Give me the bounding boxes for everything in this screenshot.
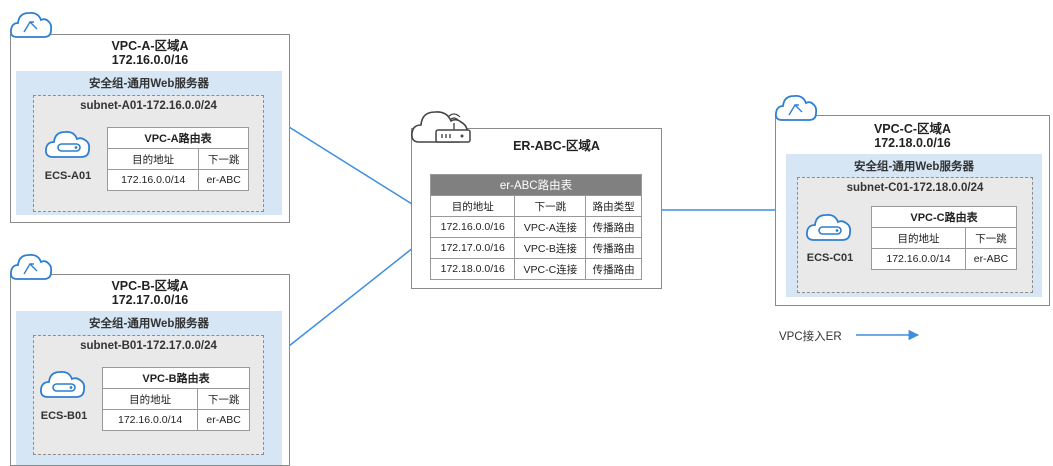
vpc-b-route-table: VPC-B路由表 目的地址 下一跳 172.16.0.0/14 er-ABC	[101, 367, 250, 431]
vpc-c-box: VPC-C-区域A 172.18.0.0/16 安全组-通用Web服务器 sub…	[775, 115, 1050, 306]
table-cell: 传播路由	[585, 237, 642, 259]
router-cloud-icon	[411, 111, 471, 143]
table-cell: er-ABC	[964, 248, 1018, 270]
vpc-c-title: VPC-C-区域A	[873, 122, 952, 136]
table-row: 172.17.0.0/16 VPC-B连接 传播路由	[429, 237, 642, 259]
table-cell: 传播路由	[585, 258, 642, 280]
vpc-a-title: VPC-A-区域A	[111, 39, 189, 53]
er-route-table: er-ABC路由表 目的地址 下一跳 路由类型 172.16.0.0/16 VP…	[429, 174, 642, 280]
vpc-b-title: VPC-B-区域A	[111, 279, 189, 293]
er-title: ER-ABC-区域A	[513, 139, 600, 153]
security-group-label: 安全组-通用Web服务器	[854, 161, 974, 173]
vpc-c-subnet: subnet-C01-172.18.0.0/24 ECS-C01 VPC-C路由…	[797, 177, 1033, 293]
table-cell: er-ABC	[197, 409, 250, 431]
security-group-label: 安全组-通用Web服务器	[89, 318, 209, 330]
vpc-b-box: VPC-B-区域A 172.17.0.0/16 安全组-通用Web服务器 sub…	[10, 274, 290, 466]
table-cell: VPC-A连接	[514, 216, 587, 238]
route-table-title: VPC-A路由表	[107, 127, 249, 149]
route-table-header: 下一跳	[198, 148, 249, 170]
table-row: 172.18.0.0/16 VPC-C连接 传播路由	[429, 258, 642, 280]
vpc-b-to-er-arrow	[288, 235, 429, 347]
security-group-label: 安全组-通用Web服务器	[89, 78, 209, 90]
ecs-label: ECS-A01	[44, 170, 92, 182]
vpc-a-cidr: 172.16.0.0/16	[111, 53, 189, 67]
route-table-header: 下一跳	[514, 195, 587, 217]
table-cell: er-ABC	[198, 169, 249, 191]
vpc-a-route-table: VPC-A路由表 目的地址 下一跳 172.16.0.0/14 er-ABC	[106, 127, 249, 191]
ecs-cloud-icon	[805, 213, 852, 241]
er-box: ER-ABC-区域A er-ABC路由表 目的地址 下一跳 路由类型 172.1…	[411, 128, 662, 289]
table-row: 172.16.0.0/14 er-ABC	[101, 409, 250, 431]
vpc-b-subnet: subnet-B01-172.17.0.0/24 ECS-B01 VPC-B路由…	[33, 335, 264, 455]
vpc-c-cidr: 172.18.0.0/16	[874, 136, 951, 150]
table-cell: 172.16.0.0/16	[429, 216, 516, 238]
table-cell: 172.18.0.0/16	[429, 258, 516, 280]
route-table-header: 目的地址	[101, 388, 199, 410]
table-cell: 172.17.0.0/16	[429, 237, 516, 259]
ecs-cloud-icon	[39, 370, 86, 398]
vpc-a-security-group: 安全组-通用Web服务器 subnet-A01-172.16.0.0/24 EC…	[16, 71, 282, 215]
vpc-b-cidr: 172.17.0.0/16	[111, 293, 189, 307]
vpc-b-cloud-icon	[9, 253, 53, 280]
table-cell: 172.16.0.0/14	[101, 409, 199, 431]
route-table-title: VPC-B路由表	[102, 367, 250, 389]
table-cell: 传播路由	[585, 216, 642, 238]
vpc-a-subnet: subnet-A01-172.16.0.0/24 ECS-A01 VPC-A路由…	[33, 95, 264, 212]
vpc-c-cloud-icon	[774, 94, 818, 121]
vpc-c-security-group: 安全组-通用Web服务器 subnet-C01-172.18.0.0/24 EC…	[786, 154, 1042, 297]
er-route-table-title: er-ABC路由表	[430, 174, 642, 196]
route-table-header: 路由类型	[585, 195, 642, 217]
vpc-b-security-group: 安全组-通用Web服务器 subnet-B01-172.17.0.0/24 EC…	[16, 311, 282, 465]
table-cell: 172.16.0.0/14	[871, 248, 966, 270]
route-table-header: 目的地址	[871, 227, 966, 249]
table-cell: VPC-B连接	[514, 237, 587, 259]
subnet-label: subnet-C01-172.18.0.0/24	[846, 182, 984, 194]
vpc-c-route-table: VPC-C路由表 目的地址 下一跳 172.16.0.0/14 er-ABC	[871, 206, 1018, 270]
subnet-label: subnet-A01-172.16.0.0/24	[80, 100, 217, 112]
ecs-label: ECS-C01	[806, 252, 854, 264]
vpc-a-box: VPC-A-区域A 172.16.0.0/16 安全组-通用Web服务器 sub…	[10, 34, 290, 223]
legend-label: VPC接入ER	[779, 331, 842, 343]
table-row: 172.16.0.0/14 er-ABC	[106, 169, 249, 191]
route-table-title: VPC-C路由表	[871, 206, 1017, 228]
table-cell: VPC-C连接	[514, 258, 587, 280]
route-table-header: 目的地址	[106, 148, 200, 170]
table-row: 172.16.0.0/16 VPC-A连接 传播路由	[429, 216, 642, 238]
route-table-header: 下一跳	[197, 388, 250, 410]
ecs-cloud-icon	[44, 130, 91, 158]
vpc-a-cloud-icon	[9, 11, 53, 38]
route-table-header: 目的地址	[429, 195, 516, 217]
ecs-label: ECS-B01	[40, 410, 88, 422]
subnet-label: subnet-B01-172.17.0.0/24	[80, 340, 217, 352]
vpc-a-to-er-arrow	[288, 126, 429, 215]
route-table-header: 下一跳	[964, 227, 1018, 249]
table-cell: 172.16.0.0/14	[106, 169, 200, 191]
table-row: 172.16.0.0/14 er-ABC	[871, 248, 1018, 270]
